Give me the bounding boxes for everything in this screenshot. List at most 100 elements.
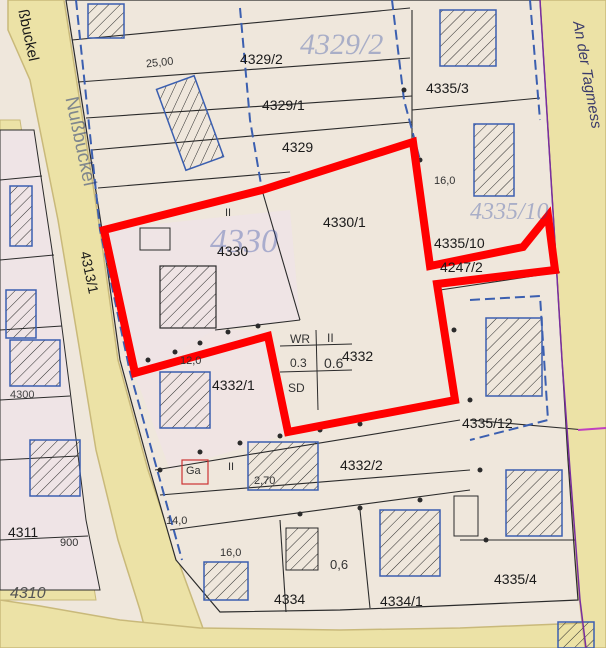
building: [203, 561, 249, 601]
street-bottom: [0, 599, 606, 648]
parcel-label-4335-3: 4335/3: [426, 80, 469, 96]
dot: [297, 511, 303, 517]
zoning-grid-line: [315, 329, 319, 411]
parcel-label-4247-2: 4247/2: [440, 259, 483, 275]
left-parcel-line: [0, 395, 71, 401]
street-nussbuckel: [7, 0, 211, 648]
building: [9, 185, 33, 247]
dot: [237, 440, 243, 446]
ghost-number: 4335/10: [470, 199, 549, 225]
building: [505, 469, 563, 537]
parcel-label-4335-12: 4335/12: [462, 415, 513, 431]
building: [5, 289, 37, 339]
parcel-line: [77, 57, 411, 83]
zoning-grid-line: [279, 369, 353, 373]
parcel-label-4332: 4332: [342, 348, 374, 364]
parcel-label-4329-1: 4329/1: [262, 97, 305, 113]
zoning-area: WR: [290, 332, 310, 346]
zoning-grz: 0.3: [290, 356, 307, 370]
building: [159, 265, 217, 329]
parcel-label-4329: 4329: [282, 139, 314, 155]
building: [29, 439, 81, 497]
building: [379, 509, 441, 577]
dot: [145, 357, 151, 363]
planning-area-boundary: [99, 136, 560, 437]
plan-line: [239, 7, 263, 191]
plan-boundary-lines: [75, 0, 550, 561]
building: [155, 74, 225, 172]
building: [87, 3, 125, 39]
building: [285, 527, 319, 571]
plan-line: [469, 294, 550, 441]
small-structure: [453, 495, 479, 537]
zoning-roof: SD: [288, 381, 305, 395]
ghost-number: 4330: [210, 223, 278, 260]
dot: [197, 449, 203, 455]
dot: [483, 537, 489, 543]
parcel-label-4332-1: 4332/1: [212, 377, 255, 393]
parcel-label-4300: 4300: [10, 389, 35, 401]
dimension-label: 2,70: [254, 475, 276, 487]
dot: [277, 433, 283, 439]
building: [247, 441, 319, 491]
building: [159, 371, 211, 429]
buildings: [5, 3, 595, 648]
zoning-table-grid: [279, 329, 353, 411]
parcel-line: [279, 519, 287, 613]
parcel-line: [169, 489, 471, 531]
dimension-label: 14,0: [166, 515, 188, 527]
dot: [451, 327, 457, 333]
ghost-number: 4329/2: [300, 28, 384, 61]
parcel-label-4334: 4334: [274, 591, 306, 607]
parcel-label-4310: 4310: [10, 585, 46, 602]
dot: [225, 329, 231, 335]
magenta-line: [577, 427, 606, 431]
building: [557, 621, 595, 648]
building: [439, 9, 497, 67]
parcel-label-4330-1: 4330/1: [323, 214, 366, 230]
zoning-gfz: 0.6: [324, 355, 344, 371]
garage: [139, 227, 171, 251]
garage-label: Ga: [186, 465, 201, 477]
left-parcel-line: [0, 175, 43, 181]
garage: [181, 459, 209, 485]
parcel-line: [261, 189, 301, 321]
building: [473, 123, 515, 197]
building: [9, 339, 61, 387]
dimension-label: 16,0: [220, 547, 242, 559]
dot: [417, 497, 423, 503]
dimension-label: 16,0: [434, 175, 456, 187]
parcel-label-4335-10: 4335/10: [434, 235, 485, 251]
dot: [467, 397, 473, 403]
dot: [401, 87, 407, 93]
dot: [197, 340, 203, 346]
dot: [255, 323, 261, 329]
dimension-label: 900: [60, 537, 79, 549]
purple-line: [539, 0, 587, 648]
dot: [477, 467, 483, 473]
parcel-label-4334-1: 4334/1: [380, 593, 423, 609]
parcel-label-4311: 4311: [8, 524, 39, 540]
floor-label: II: [228, 461, 235, 473]
zoning-floors: II: [327, 331, 334, 345]
parcel-label-4335-4: 4335/4: [494, 571, 537, 587]
dimension-label: 12,0: [180, 355, 202, 367]
building: [485, 317, 543, 397]
plan-line: [529, 0, 541, 121]
dimension-label: 0,6: [330, 557, 349, 572]
parcel-label-4329-2: 4329/2: [240, 51, 283, 67]
parcel-line: [411, 97, 541, 111]
floor-label: II: [225, 207, 232, 219]
left-parcel-line: [0, 254, 55, 261]
plan-line: [75, 0, 183, 561]
dot: [157, 467, 163, 473]
parcel-line: [359, 509, 371, 609]
parcel-label-4332-2: 4332/2: [340, 457, 383, 473]
left-parcel-line: [0, 535, 89, 541]
dot: [357, 421, 363, 427]
dot: [357, 505, 363, 511]
dot: [172, 349, 178, 355]
parcel-label-4330: 4330: [217, 243, 249, 259]
